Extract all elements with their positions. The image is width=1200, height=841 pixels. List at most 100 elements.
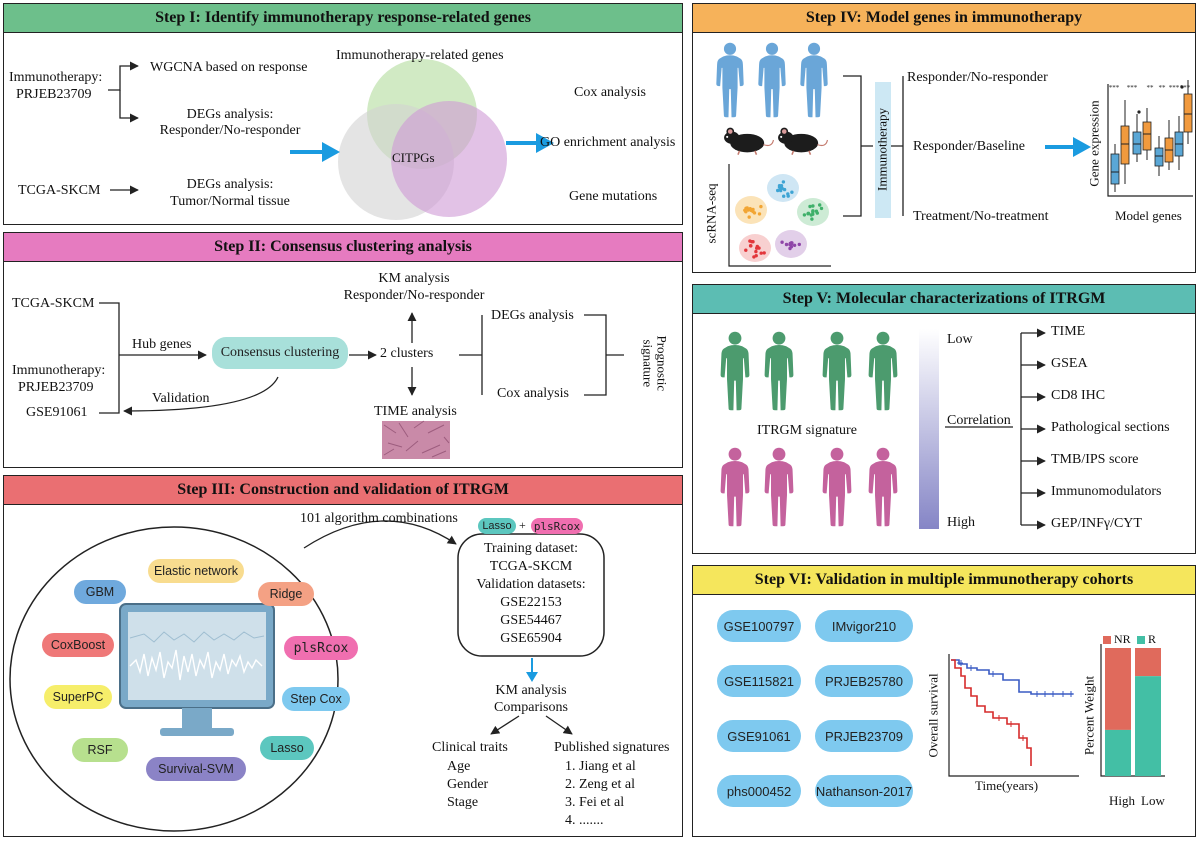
algo-superpc[interactable]: SuperPC: [44, 685, 112, 709]
cohort-pill-prjeb23709[interactable]: PRJEB23709: [815, 720, 913, 752]
cohort-pill-gse100797[interactable]: GSE100797: [717, 610, 801, 642]
step3-panel: Step III: Construction and validation of…: [3, 475, 683, 837]
s5-arrows: [1021, 328, 1046, 530]
scrna-cell-dot: [811, 204, 815, 208]
tag-plsrcox: plsRcox: [531, 518, 583, 534]
out-go: GO enrichment analysis: [540, 135, 676, 150]
km-censor-red: [996, 715, 1026, 741]
scrna-cell-dot: [754, 249, 758, 254]
step1-panel: Step I: Identify immunotherapy response-…: [3, 3, 683, 225]
s2-validation: Validation: [152, 391, 210, 406]
cohort-pill-gse91061[interactable]: GSE91061: [717, 720, 801, 752]
monitor-wave-faint: [129, 631, 265, 643]
s2-clusters: 2 clusters: [380, 346, 434, 361]
step6-panel: Step VI: Validation in multiple immunoth…: [692, 565, 1196, 837]
monitor-screen: [128, 612, 266, 700]
scrna-cell-dot: [782, 187, 787, 192]
algo-stepcox[interactable]: Step Cox: [282, 687, 350, 711]
mouse-1: [723, 126, 775, 156]
scrna-cell-dot: [792, 243, 797, 247]
human-green-3: [822, 331, 852, 411]
km-ylabel-text: Overall survival: [925, 673, 941, 758]
algo-rsf[interactable]: RSF: [72, 738, 128, 762]
s5-item-4: TMB/IPS score: [1051, 452, 1139, 467]
scrna-cell-dot: [819, 206, 824, 211]
boxplot-box: [1183, 93, 1193, 133]
venn-title: Immunotherapy-related genes: [336, 48, 504, 63]
degs1-line1: DEGs analysis:: [186, 107, 274, 122]
algo-lasso[interactable]: Lasso: [260, 736, 314, 760]
cohort-pill-imvigor210[interactable]: IMvigor210: [815, 610, 913, 642]
branch-1: Responder/No-responder: [907, 70, 1048, 85]
significance-stars: **: [1147, 84, 1155, 92]
algo-rsf-label: RSF: [87, 743, 113, 757]
scrna-cell-dot: [811, 210, 815, 214]
tag-lasso: Lasso: [478, 518, 516, 534]
step6-title: Step VI: Validation in multiple immunoth…: [754, 571, 1134, 588]
tcga-label: TCGA-SKCM: [18, 183, 101, 198]
consensus-clustering-pill: Consensus clustering: [212, 337, 348, 369]
km-curve-red: [951, 659, 1032, 766]
human-green-4: [868, 331, 898, 411]
training-set: TCGA-SKCM: [489, 559, 573, 574]
immuno-text: Immunotherapy: [874, 107, 890, 191]
cohort-pill-gse115821[interactable]: GSE115821: [717, 665, 801, 697]
boxplots: ****************: [1109, 80, 1193, 192]
tag-plsrcox-label: plsRcox: [533, 519, 581, 533]
bar-ylabel: Percent Weight: [1081, 656, 1099, 776]
cohort-pill-prjeb25780[interactable]: PRJEB25780: [815, 665, 913, 697]
algo-gbm[interactable]: GBM: [74, 580, 126, 604]
out-mutations: Gene mutations: [569, 189, 658, 204]
legend-r: R: [1148, 632, 1157, 646]
s2-prog-line2: signature: [640, 339, 655, 388]
algo-survsvm[interactable]: Survival-SVM: [146, 757, 246, 781]
s4-bracket-left: [843, 75, 873, 217]
scrna-cell-dot: [748, 239, 752, 243]
significance-stars: ***: [1109, 84, 1120, 92]
gene-expr-ylabel: Gene expression: [1085, 94, 1105, 194]
scrna-label: scRNA-seq: [699, 174, 723, 254]
s3-combos: 101 algorithm combinations: [300, 511, 458, 526]
step4-header: Step IV: Model genes in immunotherapy: [693, 4, 1195, 33]
cohort-pill-phs000452[interactable]: phs000452: [717, 775, 801, 807]
published-1: 1. Jiang et al: [565, 759, 636, 774]
low-label: Low: [947, 332, 973, 347]
step1-header: Step I: Identify immunotherapy response-…: [4, 4, 682, 33]
out-cox: Cox analysis: [574, 85, 646, 100]
step4-graphics: ****************: [716, 42, 1193, 267]
algo-coxboost[interactable]: CoxBoost: [42, 633, 114, 657]
published-2: 2. Zeng et al: [565, 777, 635, 792]
significance-stars: **: [1159, 84, 1167, 92]
cohort-pill-nathanson-2017[interactable]: Nathanson-2017: [815, 775, 913, 807]
s5-item-5: Immunomodulators: [1051, 484, 1162, 499]
step2-graphics: [99, 302, 624, 459]
bracket-left: [99, 302, 120, 414]
km-axes: [948, 654, 1079, 777]
algorithm-ellipse: [9, 526, 339, 832]
algo-plsrcox[interactable]: plsRcox: [284, 636, 358, 660]
human-pink-1: [720, 447, 750, 527]
human-blue-1: [716, 42, 744, 118]
algo-ridge[interactable]: Ridge: [258, 582, 314, 606]
val-3: GSE65904: [500, 631, 562, 646]
published-3: 3. Fei et al: [565, 795, 625, 810]
scrna-cell-dot: [754, 254, 758, 258]
published-title: Published signatures: [554, 740, 670, 755]
algo-elastic[interactable]: Elastic network: [148, 559, 244, 583]
km-censor-marks: [957, 660, 1074, 697]
algo-coxboost-label: CoxBoost: [50, 638, 106, 652]
arrow-to-degs1: [119, 90, 139, 123]
clinical-title: Clinical traits: [432, 740, 508, 755]
human-pink-3: [822, 447, 852, 527]
bar-segment-r: [1105, 729, 1131, 776]
mouse-2: [777, 126, 829, 156]
scrna-cell-dot: [776, 188, 780, 193]
arrow-combinations: [303, 520, 457, 549]
tag-lasso-label: Lasso: [482, 520, 512, 532]
scrna-cell-dot: [762, 251, 766, 255]
algo-gbm-label: GBM: [85, 585, 115, 599]
boxplot-box: [1120, 125, 1130, 165]
published-4: 4. .......: [565, 813, 604, 828]
s2-km-line2: Responder/No-responder: [343, 288, 485, 303]
scrna-cell-dot: [752, 211, 757, 215]
